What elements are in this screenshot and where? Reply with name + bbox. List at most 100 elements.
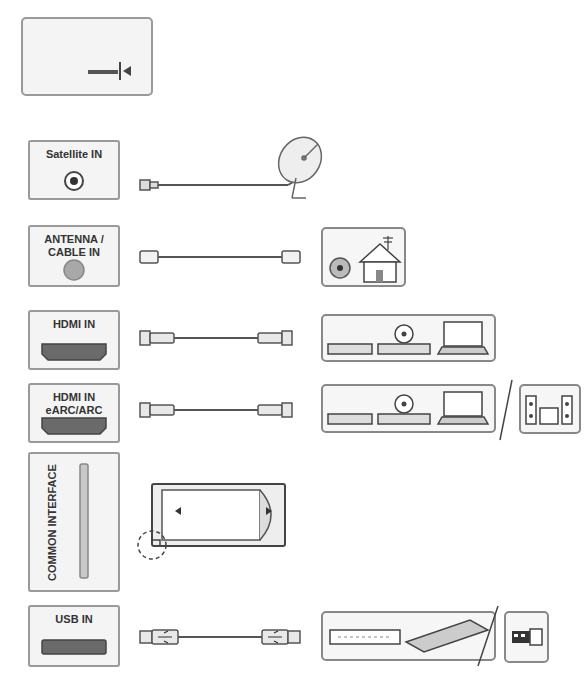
hdmi-cable-part	[150, 333, 174, 343]
usb-port	[42, 640, 106, 654]
usb-storage-devices-part	[530, 629, 542, 645]
usb-storage-devices-part	[505, 612, 548, 662]
earc-source-devices-part	[328, 414, 372, 424]
satellite-dish	[270, 129, 330, 198]
ci-module-card-part	[175, 507, 181, 515]
satellite-dish-part	[304, 144, 318, 158]
port-label: ANTENNA / CABLE IN	[30, 227, 118, 259]
top-symbol-box	[22, 18, 152, 95]
usb-cable-part	[288, 631, 300, 643]
usb-storage-devices-part	[512, 631, 530, 643]
hdmi-earc-cable-part	[282, 403, 292, 417]
usb-storage-devices-part	[338, 637, 392, 638]
satellite-cable-part	[158, 184, 288, 186]
antenna-cable	[140, 251, 300, 263]
earc-source-devices	[322, 380, 580, 440]
hdmi-port-part	[42, 344, 106, 360]
usb-port-part	[42, 640, 106, 654]
satellite-port-part	[65, 172, 83, 190]
port-label: HDMI IN	[30, 312, 118, 331]
port-box-fill-part	[28, 225, 120, 287]
usb-cable-part	[262, 630, 288, 644]
port-box-fill-part	[28, 605, 120, 667]
usb-cable-part	[158, 631, 172, 643]
satellite-dish-part	[270, 129, 330, 191]
hdmi-earc-cable-part	[140, 403, 150, 417]
satellite-port-part	[70, 177, 78, 185]
satellite-dish-part	[292, 178, 296, 198]
earc-source-devices-part	[540, 408, 558, 424]
port-label: Satellite IN	[30, 142, 118, 161]
earc-source-devices-part	[565, 402, 569, 406]
satellite-dish-part	[292, 197, 306, 199]
port-box-fill-part	[28, 452, 120, 592]
port-box-fill-part	[28, 310, 120, 370]
top-symbol-box-part	[88, 70, 118, 74]
earc-source-devices-part	[402, 402, 407, 407]
ci-module-card-part	[266, 507, 272, 515]
hdmi-earc-port	[42, 418, 106, 434]
usb-cable-part	[152, 630, 178, 644]
hdmi-cable-part	[258, 333, 282, 343]
satellite-port	[65, 172, 83, 190]
common-interface-slot-part	[80, 464, 88, 578]
top-symbol-box-part	[119, 62, 121, 80]
hdmi-earc-port-box: HDMI IN eARC/ARC	[28, 383, 120, 443]
hdmi-cable-part	[140, 331, 150, 345]
hdmi-earc-cable-part	[258, 405, 282, 415]
usb-storage-devices-part	[514, 634, 518, 637]
hdmi-earc-cable-part	[174, 409, 258, 411]
earc-source-devices-part	[378, 414, 430, 424]
hdmi-source-devices-part	[444, 322, 482, 346]
usb-storage-devices-part	[406, 620, 488, 652]
ci-module-card-part	[162, 490, 260, 540]
satellite-cable-part	[140, 180, 150, 190]
port-box-fill-part	[28, 383, 120, 443]
hdmi-source-devices-part	[322, 315, 495, 361]
port-box-fill	[28, 140, 120, 667]
top-symbol-box-part	[123, 66, 131, 76]
port-box-fill-part	[28, 140, 120, 200]
earc-source-devices-part	[395, 395, 413, 413]
ci-module-card-part	[138, 531, 166, 559]
earc-source-devices-part	[529, 402, 533, 406]
usb-storage-devices-part	[322, 612, 495, 660]
earc-source-devices-part	[520, 385, 580, 433]
satellite-port-box: Satellite IN	[28, 140, 120, 200]
earc-source-devices-part	[562, 396, 572, 424]
hdmi-earc-cable-part	[150, 405, 174, 415]
hdmi-port-box: HDMI IN	[28, 310, 120, 370]
antenna-cable-part	[140, 251, 158, 263]
common-interface-slot	[80, 464, 88, 578]
antenna-house-device-part	[384, 241, 392, 242]
antenna-house-device-part	[330, 258, 350, 278]
hdmi-source-devices-part	[378, 344, 430, 354]
ci-module-card-part	[152, 540, 160, 546]
hdmi-source-devices-part	[438, 347, 488, 354]
usb-cable-part	[268, 631, 282, 643]
antenna-house-device-part	[360, 244, 400, 262]
earc-source-devices-part	[565, 414, 569, 418]
earc-source-devices-part	[322, 385, 495, 432]
top-symbol-box-part	[22, 18, 152, 95]
antenna-port-box: ANTENNA / CABLE IN	[28, 225, 120, 287]
port-label: COMMON INTERFACE	[46, 459, 59, 585]
hdmi-earc-cable	[140, 403, 292, 417]
usb-storage-devices-part	[330, 630, 400, 644]
hdmi-cable	[140, 331, 292, 345]
hdmi-source-devices-part	[402, 332, 407, 337]
earc-source-devices-part	[526, 396, 536, 424]
antenna-house-device-part	[383, 237, 393, 238]
hdmi-cable-part	[282, 331, 292, 345]
hdmi-port	[42, 344, 106, 360]
usb-port-box: USB IN	[28, 605, 120, 667]
ci-module-card-part	[152, 484, 285, 546]
hdmi-earc-port-part	[42, 418, 106, 434]
ci-module-card-part	[260, 490, 271, 540]
antenna-house-device-part	[337, 265, 343, 271]
antenna-port-part	[64, 260, 84, 280]
earc-source-devices-part	[500, 380, 512, 440]
port-label: USB IN	[30, 607, 118, 626]
hdmi-source-devices	[322, 315, 495, 361]
